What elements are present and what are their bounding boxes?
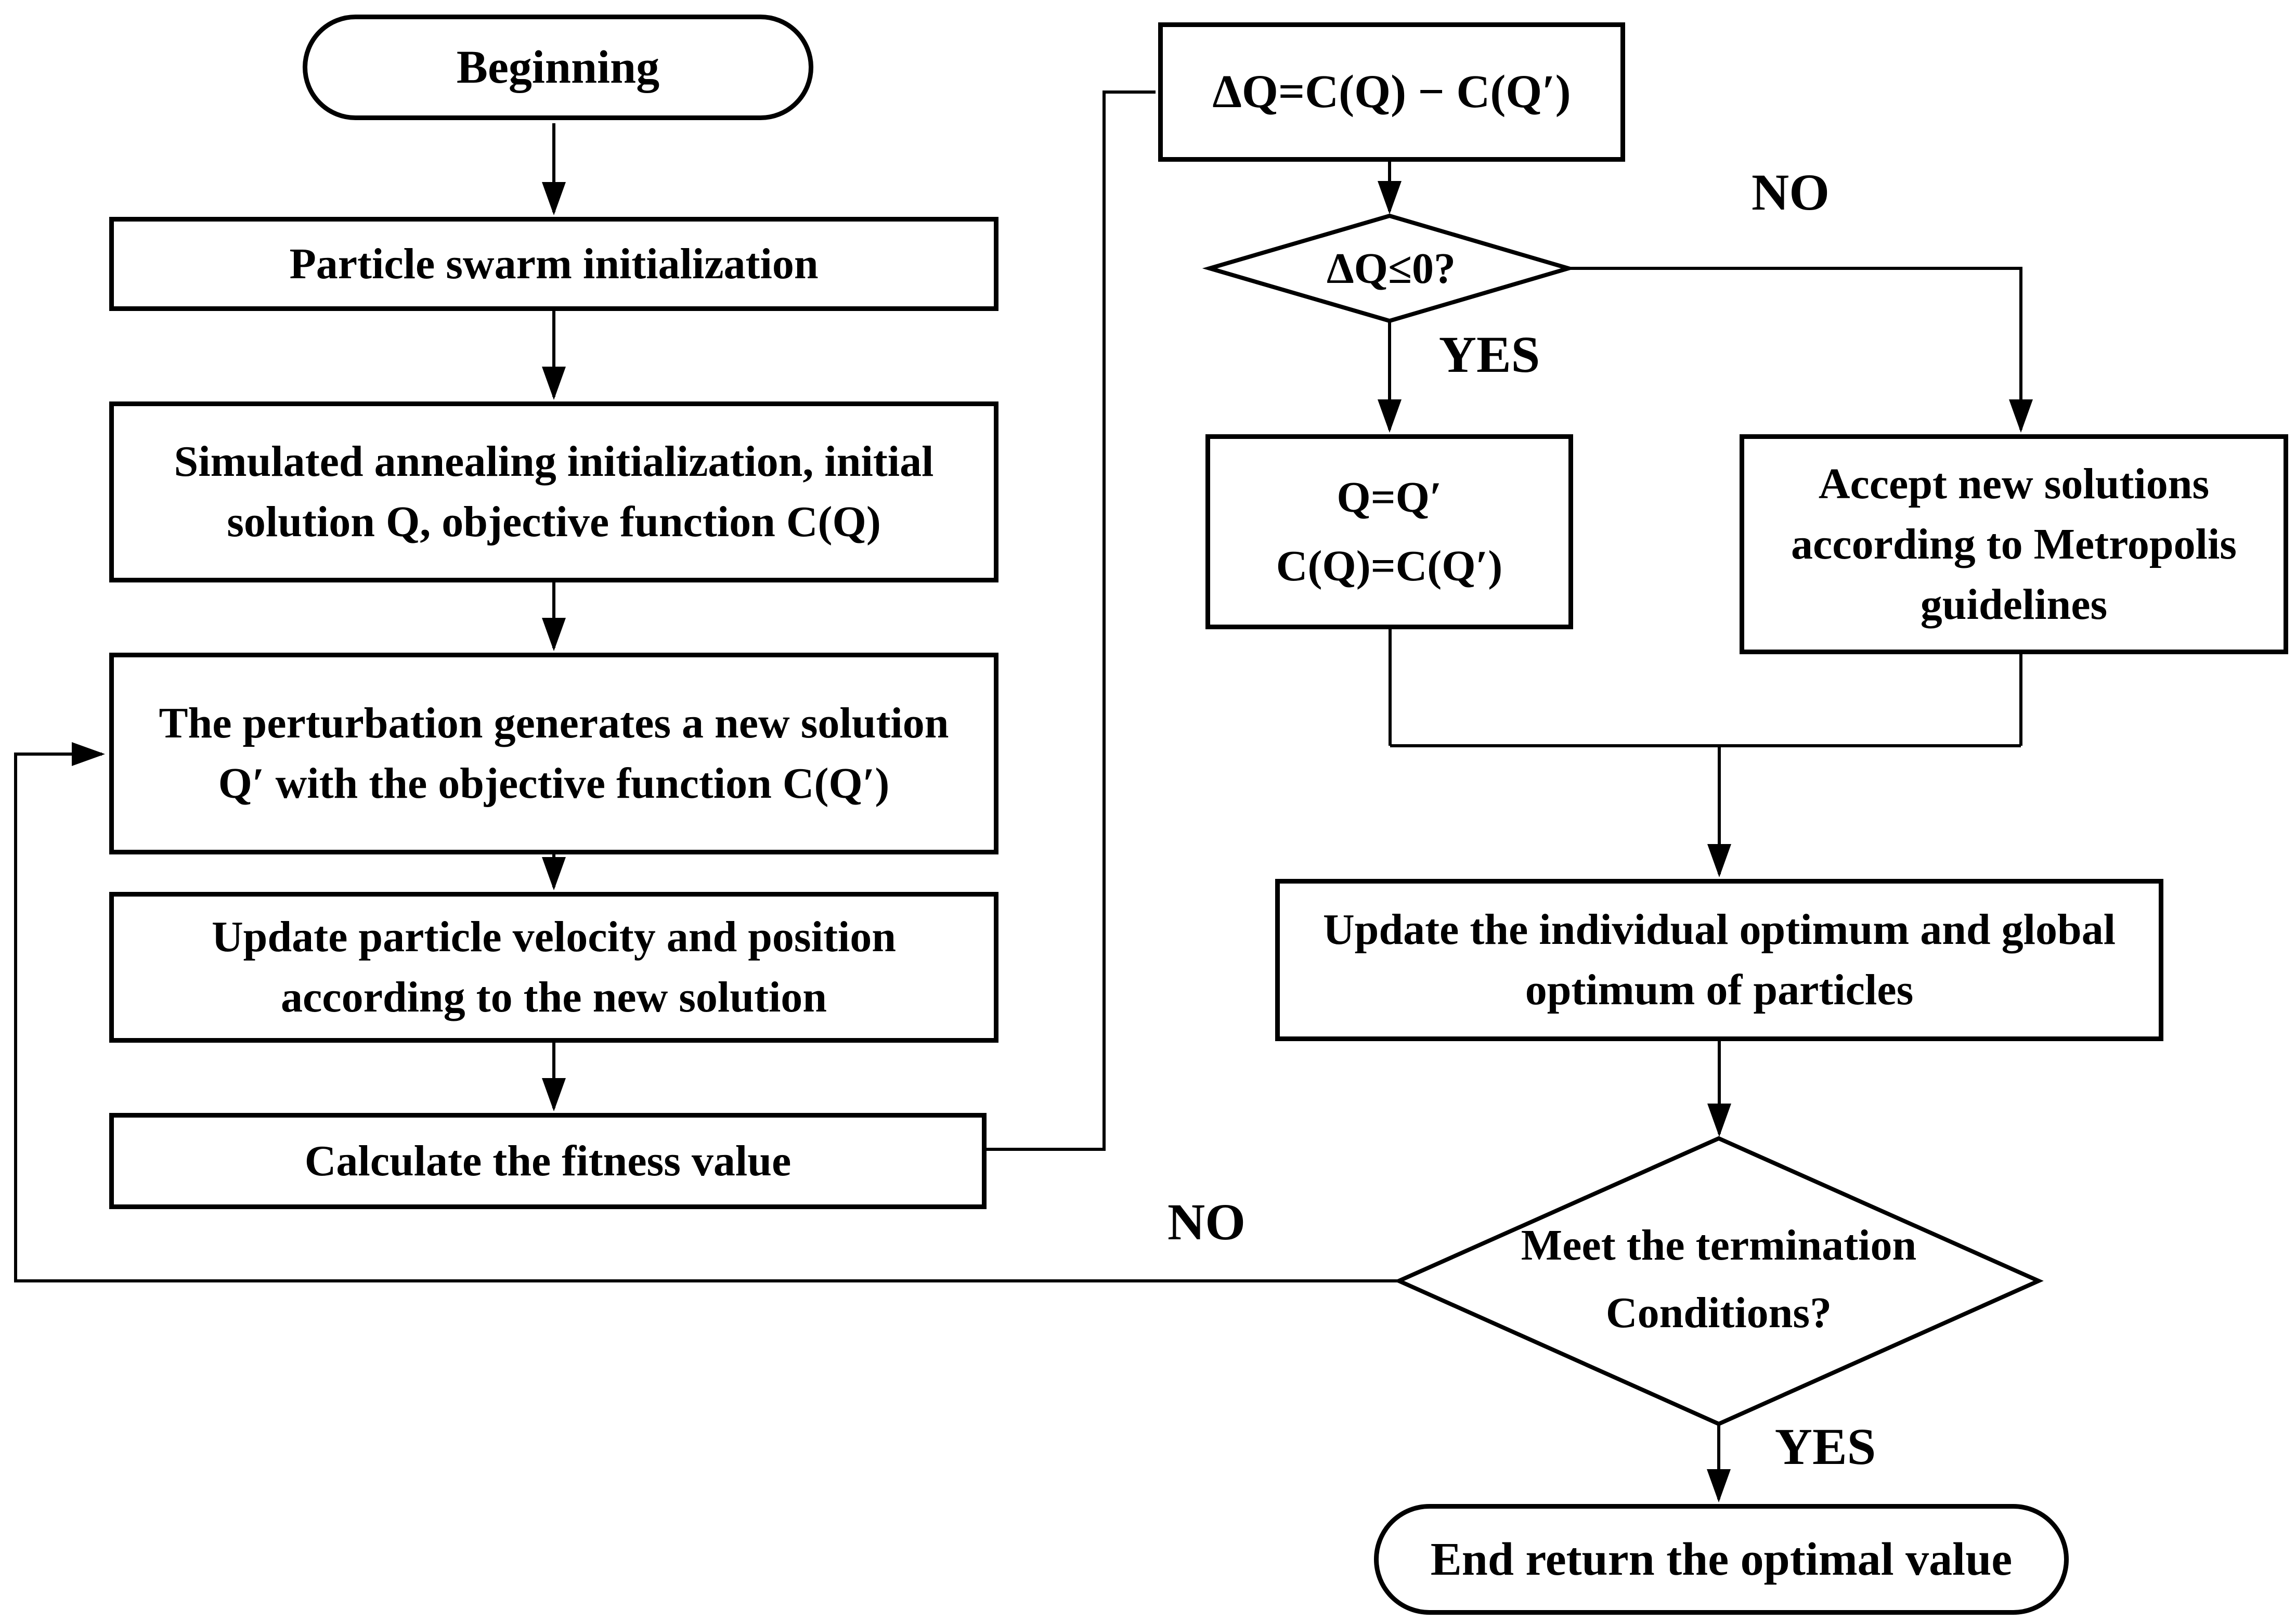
label-yes-top: YES (1438, 326, 1540, 383)
node-metropolis-line1: Accept new solutions (1818, 459, 2210, 508)
node-end: End return the optimal value (1374, 1504, 2069, 1615)
node-particle-swarm-init-label: Particle swarm initialization (289, 239, 819, 288)
node-particle-swarm-init: Particle swarm initialization (109, 217, 998, 311)
node-assign-line1: Q=Q′ (1337, 473, 1442, 522)
node-sa-init: Simulated annealing initialization, init… (109, 401, 998, 582)
node-metropolis-line3: guidelines (1920, 580, 2108, 629)
node-metropolis-line2: according to Metropolis (1791, 520, 2237, 568)
node-update-velocity-line1: Update particle velocity and position (212, 913, 896, 961)
node-sa-init-line2: solution Q, objective function C(Q) (227, 498, 881, 546)
label-no-loop: NO (1168, 1193, 1246, 1251)
node-begin: Beginning (303, 15, 813, 120)
node-update-optimum-line2: optimum of particles (1525, 966, 1914, 1014)
node-sa-init-line1: Simulated annealing initialization, init… (174, 437, 934, 486)
decision-dq-text: ΔQ≤0? (1326, 244, 1456, 293)
edge-fitness-to-deltaq (987, 90, 1156, 1151)
node-assign-line2: C(Q)=C(Q′) (1276, 541, 1503, 590)
node-begin-label: Beginning (456, 41, 660, 93)
decision-termination-line1: Meet the termination (1521, 1221, 1917, 1269)
node-deltaq: ΔQ=C(Q) − C(Q′) (1158, 22, 1625, 162)
label-yes-bottom: YES (1774, 1418, 1876, 1475)
node-assign: Q=Q′ C(Q)=C(Q′) (1205, 434, 1573, 629)
node-perturbation-line2: Q′ with the objective function C(Q′) (218, 759, 890, 808)
node-update-velocity-line2: according to the new solution (281, 973, 827, 1021)
decision-termination-diamond (1394, 1136, 2044, 1427)
label-no-top: NO (1752, 163, 1830, 221)
node-end-label: End return the optimal value (1430, 1533, 2013, 1585)
node-update-optimum-line1: Update the individual optimum and global (1322, 905, 2116, 954)
decision-termination-label: Meet the termination Conditions? (1456, 1207, 1981, 1352)
node-update-velocity: Update particle velocity and position ac… (109, 892, 998, 1043)
node-perturbation: The perturbation generates a new solutio… (109, 653, 998, 854)
decision-dq-label: ΔQ≤0? (1264, 240, 1519, 297)
edge-decision-no-to-metropolis (1568, 267, 2033, 433)
node-metropolis: Accept new solutions according to Metrop… (1740, 434, 2288, 654)
decision-dq-diamond (1202, 213, 1576, 323)
decision-termination-line2: Conditions? (1605, 1289, 1832, 1337)
node-update-optimum: Update the individual optimum and global… (1275, 879, 2163, 1041)
node-fitness-label: Calculate the fitness value (304, 1136, 792, 1185)
node-perturbation-line1: The perturbation generates a new solutio… (159, 699, 949, 747)
edge-termination-no-loopback (14, 742, 1399, 1282)
node-fitness: Calculate the fitness value (109, 1113, 987, 1209)
node-deltaq-label: ΔQ=C(Q) − C(Q′) (1212, 66, 1571, 118)
